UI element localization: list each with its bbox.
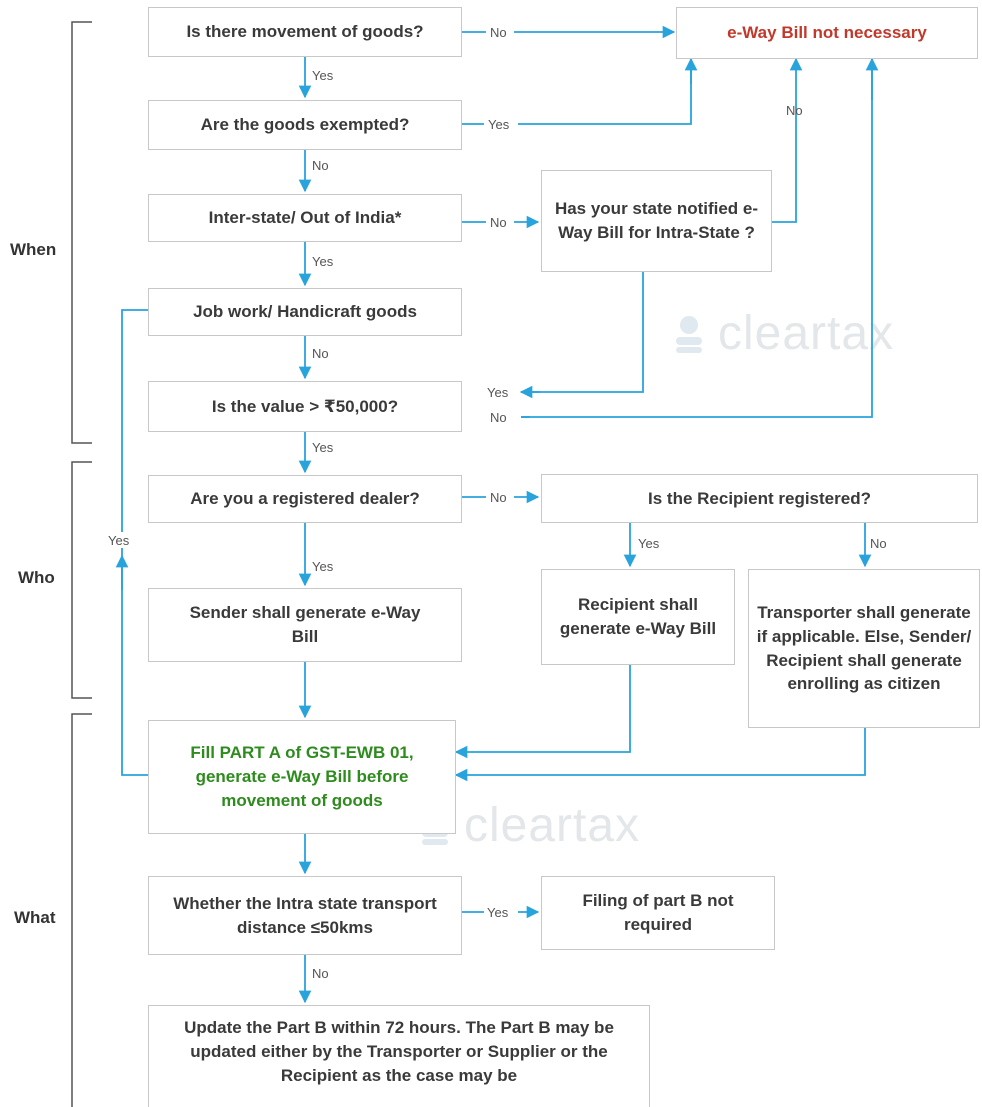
watermark-text: cleartax — [718, 307, 895, 360]
label-no: No — [490, 215, 507, 230]
node-recipient-generate: Recipient shall generate e-Way Bill — [541, 569, 735, 665]
section-label-what: What — [14, 908, 56, 927]
node-exempted-text: Are the goods exempted? — [200, 115, 410, 135]
node-registered-dealer-text: Are you a registered dealer? — [190, 489, 420, 509]
node-recipient-generate-text: Recipient shall generate e-Way Bill — [559, 595, 717, 638]
node-update-part-b-text: Update the Part B within 72 hours. The P… — [184, 1018, 614, 1085]
section-label-when: When — [10, 240, 57, 259]
label-no: No — [870, 536, 887, 551]
node-fill-part-a-text: Fill PART A of GST-EWB 01, generate e-Wa… — [190, 743, 414, 810]
label-no: No — [490, 25, 507, 40]
label-yes: Yes — [638, 536, 660, 551]
label-no: No — [490, 490, 507, 505]
watermark-top: cleartax — [672, 306, 894, 361]
node-recipient-registered: Is the Recipient registered? — [541, 474, 978, 523]
node-registered-dealer: Are you a registered dealer? — [148, 475, 462, 523]
node-not-necessary-text: e-Way Bill not necessary — [727, 23, 927, 43]
label-no: No — [786, 103, 803, 118]
node-job-work-text: Job work/ Handicraft goods — [193, 302, 417, 322]
node-part-b-not-required: Filing of part B not required — [541, 876, 775, 950]
edge-labels: No Yes Yes No No No Yes No Yes No Yes No… — [108, 24, 887, 981]
edge-state-yes — [519, 272, 644, 399]
node-transporter-generate: Transporter shall generate if applicable… — [748, 569, 980, 728]
label-yes: Yes — [312, 440, 334, 455]
node-recipient-registered-text: Is the Recipient registered? — [648, 488, 871, 508]
node-part-b-not-required-text: Filing of part B not required — [582, 891, 734, 934]
label-no: No — [490, 410, 507, 425]
node-intra-distance: Whether the Intra state transport distan… — [148, 876, 462, 955]
label-yes: Yes — [487, 905, 509, 920]
node-sender-generate-text: Sender shall generate e-Way Bill — [189, 603, 421, 646]
node-intra-distance-text: Whether the Intra state transport distan… — [173, 893, 437, 937]
label-yes: Yes — [487, 385, 509, 400]
edge-exempted-yes — [462, 59, 692, 125]
node-state-notified: Has your state notified e-Way Bill for I… — [541, 170, 772, 272]
label-yes: Yes — [312, 559, 334, 574]
label-yes: Yes — [108, 533, 130, 548]
node-update-part-b: Update the Part B within 72 hours. The P… — [148, 1005, 650, 1107]
label-no: No — [312, 966, 329, 981]
edge-recipient-fill — [454, 665, 631, 759]
label-no: No — [312, 346, 329, 361]
edge-state-no — [772, 57, 803, 223]
bracket-what — [71, 713, 92, 1107]
node-not-necessary: e-Way Bill not necessary — [676, 7, 978, 59]
node-interstate-text: Inter-state/ Out of India* — [208, 208, 402, 228]
node-interstate: Inter-state/ Out of India* — [148, 194, 462, 242]
label-yes: Yes — [312, 254, 334, 269]
node-sender-generate: Sender shall generate e-Way Bill — [148, 588, 462, 662]
watermark-text: cleartax — [464, 799, 641, 852]
node-value: Is the value > ₹50,000? — [148, 381, 462, 432]
node-fill-part-a: Fill PART A of GST-EWB 01, generate e-Wa… — [148, 720, 456, 834]
label-yes: Yes — [312, 68, 334, 83]
node-movement-text: Is there movement of goods? — [186, 22, 424, 42]
node-transporter-generate-text: Transporter shall generate if applicable… — [756, 602, 972, 694]
cleartax-logo-icon — [676, 315, 702, 353]
node-state-notified-text: Has your state notified e-Way Bill for I… — [554, 199, 759, 242]
node-movement: Is there movement of goods? — [148, 7, 462, 57]
node-value-text: Is the value > ₹50,000? — [211, 396, 399, 416]
label-yes: Yes — [488, 117, 510, 132]
section-label-who: Who — [18, 568, 55, 587]
bracket-when — [71, 21, 92, 444]
edge-transporter-fill — [454, 728, 866, 782]
bracket-who — [71, 461, 92, 699]
section-brackets — [71, 21, 92, 1107]
node-exempted: Are the goods exempted? — [148, 100, 462, 150]
label-no: No — [312, 158, 329, 173]
edge-value-no-line — [521, 59, 873, 418]
node-job-work: Job work/ Handicraft goods — [148, 288, 462, 336]
